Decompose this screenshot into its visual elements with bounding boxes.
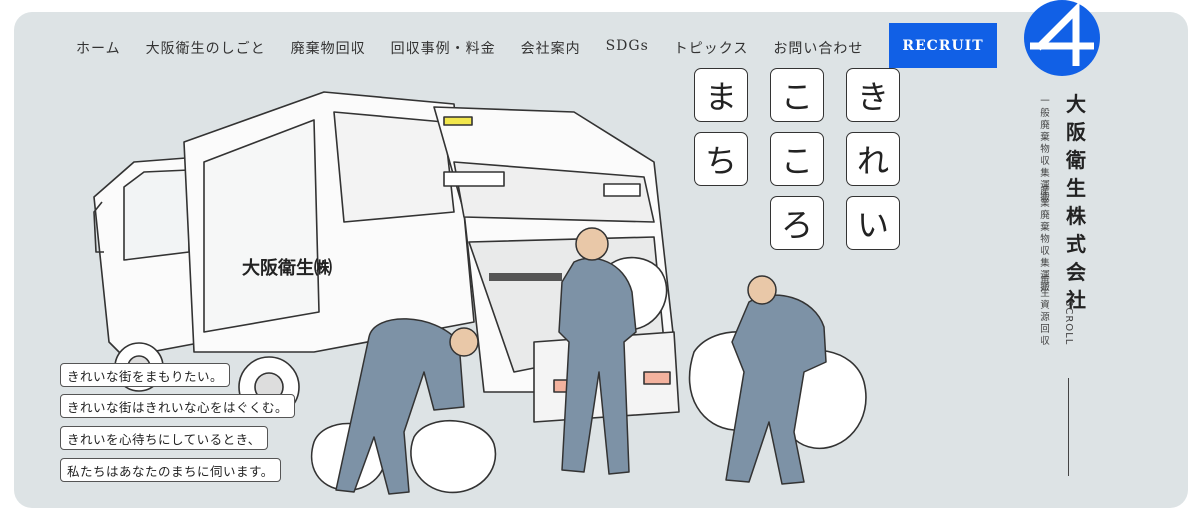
- tagline-char: ま: [694, 68, 748, 122]
- scroll-label: SCROLL: [1063, 300, 1074, 346]
- hero-frame: 大阪衛生㈱ き れ い こ こ ろ ま ち: [14, 12, 1188, 508]
- nav-item-cases-pricing[interactable]: 回収事例・料金: [390, 41, 496, 57]
- tagline-char: ろ: [770, 196, 824, 250]
- tagline-char: れ: [846, 132, 900, 186]
- nav-item-sdgs[interactable]: SDGs: [605, 38, 649, 54]
- nav-item-contact[interactable]: お問い合わせ: [773, 41, 864, 57]
- nav-item-company[interactable]: 会社案内: [520, 41, 581, 57]
- nav-item-waste-collection[interactable]: 廃棄物回収: [290, 41, 366, 57]
- nav-item-topics[interactable]: トピックス: [673, 41, 749, 57]
- hero-line: きれいを心待ちにしているとき、: [60, 426, 268, 450]
- tagline-char: こ: [770, 132, 824, 186]
- garbage-truck-illustration: 大阪衛生㈱: [93, 91, 867, 495]
- truck-side-text: 大阪衛生㈱: [242, 257, 332, 279]
- tagline-char: ち: [694, 132, 748, 186]
- tagline-char: い: [846, 196, 900, 250]
- company-name: 大 阪 衛 生 株 式 会 社: [1066, 92, 1086, 312]
- hero-line: きれいな街をまもりたい。: [60, 363, 231, 387]
- hero-line: 私たちはあなたのまちに伺います。: [60, 458, 281, 482]
- service-industrial-waste: 産業廃棄物収集運搬: [1040, 186, 1050, 293]
- company-logo-icon[interactable]: [1024, 0, 1100, 76]
- service-general-waste: 一般廃棄物収集運搬: [1040, 96, 1050, 203]
- hero-line: きれいな街はきれいな心をはぐくむ。: [60, 394, 296, 418]
- recruit-button[interactable]: RECRUIT: [889, 23, 997, 68]
- nav-item-home[interactable]: ホーム: [76, 41, 121, 57]
- tagline-char: こ: [770, 68, 824, 122]
- tagline-char: き: [846, 68, 900, 122]
- scroll-indicator-line: [1068, 378, 1069, 476]
- service-recycling: 再生資源回収: [1040, 276, 1050, 347]
- nav-item-work[interactable]: 大阪衛生のしごと: [145, 41, 266, 57]
- main-nav: ホーム 大阪衛生のしごと 廃棄物回収 回収事例・料金 会社案内 SDGs トピッ…: [76, 38, 888, 58]
